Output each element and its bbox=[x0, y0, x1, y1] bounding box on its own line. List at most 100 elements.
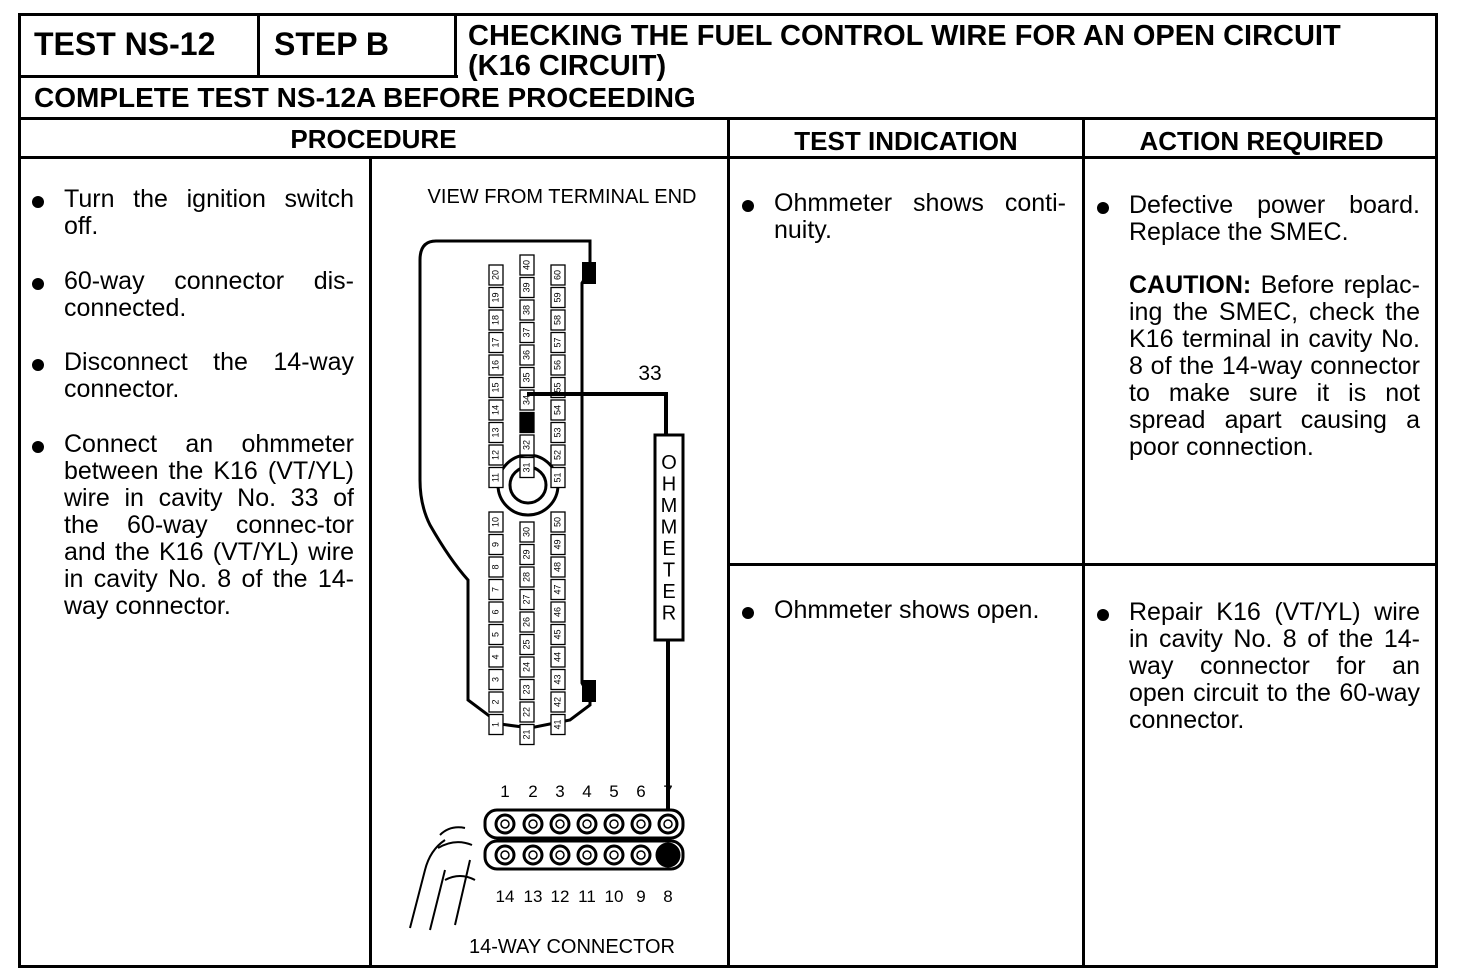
ohmmeter-letter: M bbox=[661, 517, 678, 539]
procedure-header: PROCEDURE bbox=[290, 124, 457, 154]
cavity-number: 6 bbox=[490, 609, 500, 614]
cavity-60 bbox=[550, 264, 566, 286]
cavity-19 bbox=[488, 286, 504, 309]
cavity-6 bbox=[630, 813, 652, 835]
cavity-40 bbox=[519, 254, 535, 276]
prerequisite-note: COMPLETE TEST NS-12A BEFORE PROCEEDING bbox=[34, 82, 696, 113]
cavity-51 bbox=[550, 466, 566, 489]
cavity-21 bbox=[519, 723, 535, 746]
action-text: Repair K16 (VT/YL) wire in cavity No. 8 … bbox=[1129, 598, 1420, 734]
cavity-3 bbox=[549, 813, 571, 835]
cavity-number: 51 bbox=[552, 472, 562, 482]
pin-number: 7 bbox=[663, 782, 672, 801]
ohmmeter bbox=[653, 433, 685, 642]
pin-number: 2 bbox=[528, 782, 537, 801]
bullet-icon bbox=[32, 441, 44, 453]
cavity-14 bbox=[488, 399, 504, 421]
action-divider bbox=[1082, 118, 1085, 968]
caution-label: CAUTION: bbox=[1129, 271, 1252, 299]
cavity-30 bbox=[519, 521, 535, 543]
latch bbox=[582, 680, 596, 702]
cavity-number: 20 bbox=[490, 270, 500, 280]
cavity-35 bbox=[519, 366, 535, 389]
cavity-hole bbox=[500, 850, 510, 860]
cavity-number: 13 bbox=[490, 427, 500, 437]
cavity-number: 26 bbox=[521, 617, 531, 627]
cavity-grid: 2019181716151413121140393837363534323160… bbox=[488, 254, 566, 746]
cavity-number: 5 bbox=[490, 632, 500, 637]
cavity-number: 44 bbox=[552, 652, 562, 662]
header-divider-1 bbox=[257, 13, 260, 78]
cavity-number: 9 bbox=[490, 542, 500, 547]
cavity-20 bbox=[488, 264, 504, 286]
cavity-hole bbox=[636, 850, 646, 860]
cavity-14 bbox=[494, 844, 516, 866]
cavity-number: 50 bbox=[552, 517, 562, 527]
indication-header: TEST INDICATION bbox=[794, 126, 1018, 156]
cavity-number: 27 bbox=[521, 594, 531, 604]
pin-number: 9 bbox=[636, 887, 645, 906]
cavity-hole bbox=[555, 819, 565, 829]
cavity-48 bbox=[550, 556, 566, 578]
wire-bundle bbox=[409, 839, 471, 931]
cavity-hole bbox=[555, 850, 565, 860]
procedure-step-text: Disconnect the 14-way connector. bbox=[64, 348, 354, 403]
procedure-divider bbox=[369, 157, 372, 968]
pin-number: 4 bbox=[582, 782, 591, 801]
cavity-53 bbox=[550, 421, 566, 444]
view-label: VIEW FROM TERMINAL END bbox=[428, 186, 697, 208]
pin-number: 6 bbox=[636, 782, 645, 801]
cavity-number: 58 bbox=[552, 315, 562, 325]
bullet-icon bbox=[32, 359, 44, 371]
cavity-2 bbox=[488, 691, 504, 713]
cavity-number: 42 bbox=[552, 697, 562, 707]
cavity-7 bbox=[657, 813, 679, 835]
row-divider bbox=[728, 563, 1438, 566]
action-header: ACTION REQUIRED bbox=[1139, 126, 1384, 156]
cavity-25 bbox=[519, 633, 535, 656]
cavity-number: 4 bbox=[490, 654, 500, 659]
cavity-9 bbox=[630, 844, 652, 866]
cavity-number: 19 bbox=[490, 292, 500, 302]
cavity-number: 17 bbox=[490, 337, 500, 347]
cavity-number: 7 bbox=[490, 587, 500, 592]
test-lead-33 bbox=[527, 392, 668, 435]
cavity-number: 23 bbox=[521, 684, 531, 694]
bullet-icon bbox=[1097, 609, 1109, 621]
pin-number: 3 bbox=[555, 782, 564, 801]
pin-number: 14 bbox=[496, 887, 515, 906]
cavity-hole bbox=[582, 819, 592, 829]
wire-bundle-wraps bbox=[437, 826, 476, 881]
cavity-hole bbox=[528, 850, 538, 860]
cavity-47 bbox=[550, 578, 566, 601]
cavity-number: 39 bbox=[521, 282, 531, 292]
cavity-number: 48 bbox=[552, 562, 562, 572]
cavity-36 bbox=[519, 344, 535, 366]
cavity-39 bbox=[519, 276, 535, 299]
cavity-41 bbox=[550, 713, 566, 736]
cavity-hole bbox=[636, 819, 646, 829]
page-title: CHECKING THE FUEL CONTROL WIRE FOR AN OP… bbox=[468, 20, 1341, 52]
cavity-number: 38 bbox=[521, 305, 531, 315]
latch bbox=[582, 262, 596, 284]
cavity-number: 41 bbox=[552, 719, 562, 729]
cavity-10 bbox=[603, 844, 625, 866]
cavity-33 bbox=[519, 411, 535, 434]
cavity-number: 12 bbox=[490, 450, 500, 460]
pin-number: 10 bbox=[605, 887, 624, 906]
cavity-4 bbox=[488, 646, 504, 668]
bullet-icon bbox=[1097, 202, 1109, 214]
header-divider-2 bbox=[454, 13, 457, 78]
cavity-8 bbox=[488, 556, 504, 578]
cavity-number: 22 bbox=[521, 707, 531, 717]
cavity-hole bbox=[528, 819, 538, 829]
bullet-icon bbox=[32, 196, 44, 208]
ohmmeter-letter: E bbox=[662, 538, 675, 560]
ohmmeter-letter: T bbox=[663, 560, 675, 582]
pin-number: 12 bbox=[551, 887, 570, 906]
cavity-hole bbox=[609, 819, 619, 829]
cavity-32 bbox=[519, 434, 535, 456]
cavity-hole bbox=[582, 850, 592, 860]
procedure-step-text: Turn the ignition switch off. bbox=[64, 185, 354, 240]
cavity-15 bbox=[488, 376, 504, 399]
